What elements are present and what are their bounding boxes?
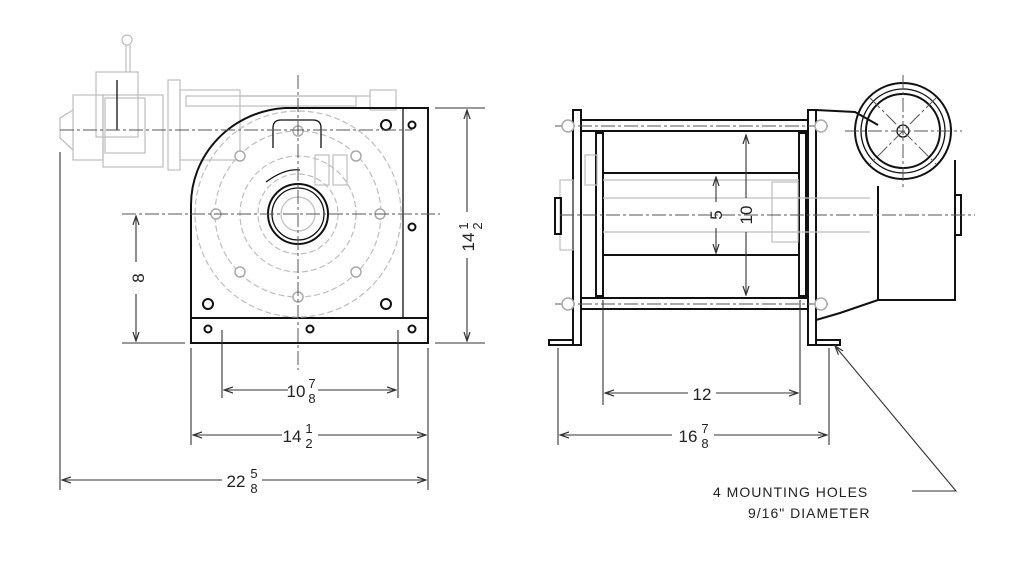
end-plate	[189, 107, 429, 344]
dim-whole: 14	[459, 233, 478, 252]
dim-whole: 22	[227, 472, 246, 491]
dim-whole: 10	[287, 382, 306, 401]
dim-num: 7	[701, 421, 708, 436]
dim-whole: 14	[283, 427, 302, 446]
base-strip	[190, 317, 429, 344]
dim-overall-length: 22 5 8	[227, 466, 258, 496]
front-view: 8 14 1 2 10 7 8 14 1 2 22 5 8	[59, 34, 485, 496]
dim-whole: 16	[679, 427, 698, 446]
dim-den: 2	[470, 222, 485, 229]
pawl-window	[272, 119, 322, 148]
dim-den: 8	[308, 391, 315, 406]
dim-den: 8	[701, 436, 708, 451]
dim-center-height: 8	[129, 273, 148, 282]
dim-num: 1	[456, 222, 471, 229]
right-flange-plate	[807, 109, 817, 346]
dim-den: 2	[305, 436, 312, 451]
dim-base-width: 14 1 2	[283, 421, 313, 451]
note-mounting-holes: 4 MOUNTING HOLES	[713, 484, 868, 500]
side-view: 5 10 12 16 7 8 4 MOUNTING HOLES 9/16" DI…	[548, 75, 975, 521]
dim-core-dia: 5	[707, 210, 726, 219]
dim-overall-width: 16 7 8	[679, 421, 709, 451]
dim-drum-length: 12	[693, 385, 712, 404]
dim-bolt-spacing: 10 7 8	[287, 376, 316, 406]
mounting-holes	[202, 119, 417, 334]
motor-ghost	[59, 34, 397, 171]
dim-flange-dia: 10	[737, 206, 756, 225]
dim-num: 5	[250, 466, 257, 481]
leader-line	[835, 346, 958, 492]
note-hole-diameter: 9/16" DIAMETER	[748, 505, 870, 521]
dim-den: 8	[250, 481, 257, 496]
dim-num: 7	[308, 376, 315, 391]
dim-overall-height: 14 1 2	[456, 222, 485, 251]
left-flange-plate	[572, 109, 582, 346]
dim-num: 1	[305, 421, 312, 436]
